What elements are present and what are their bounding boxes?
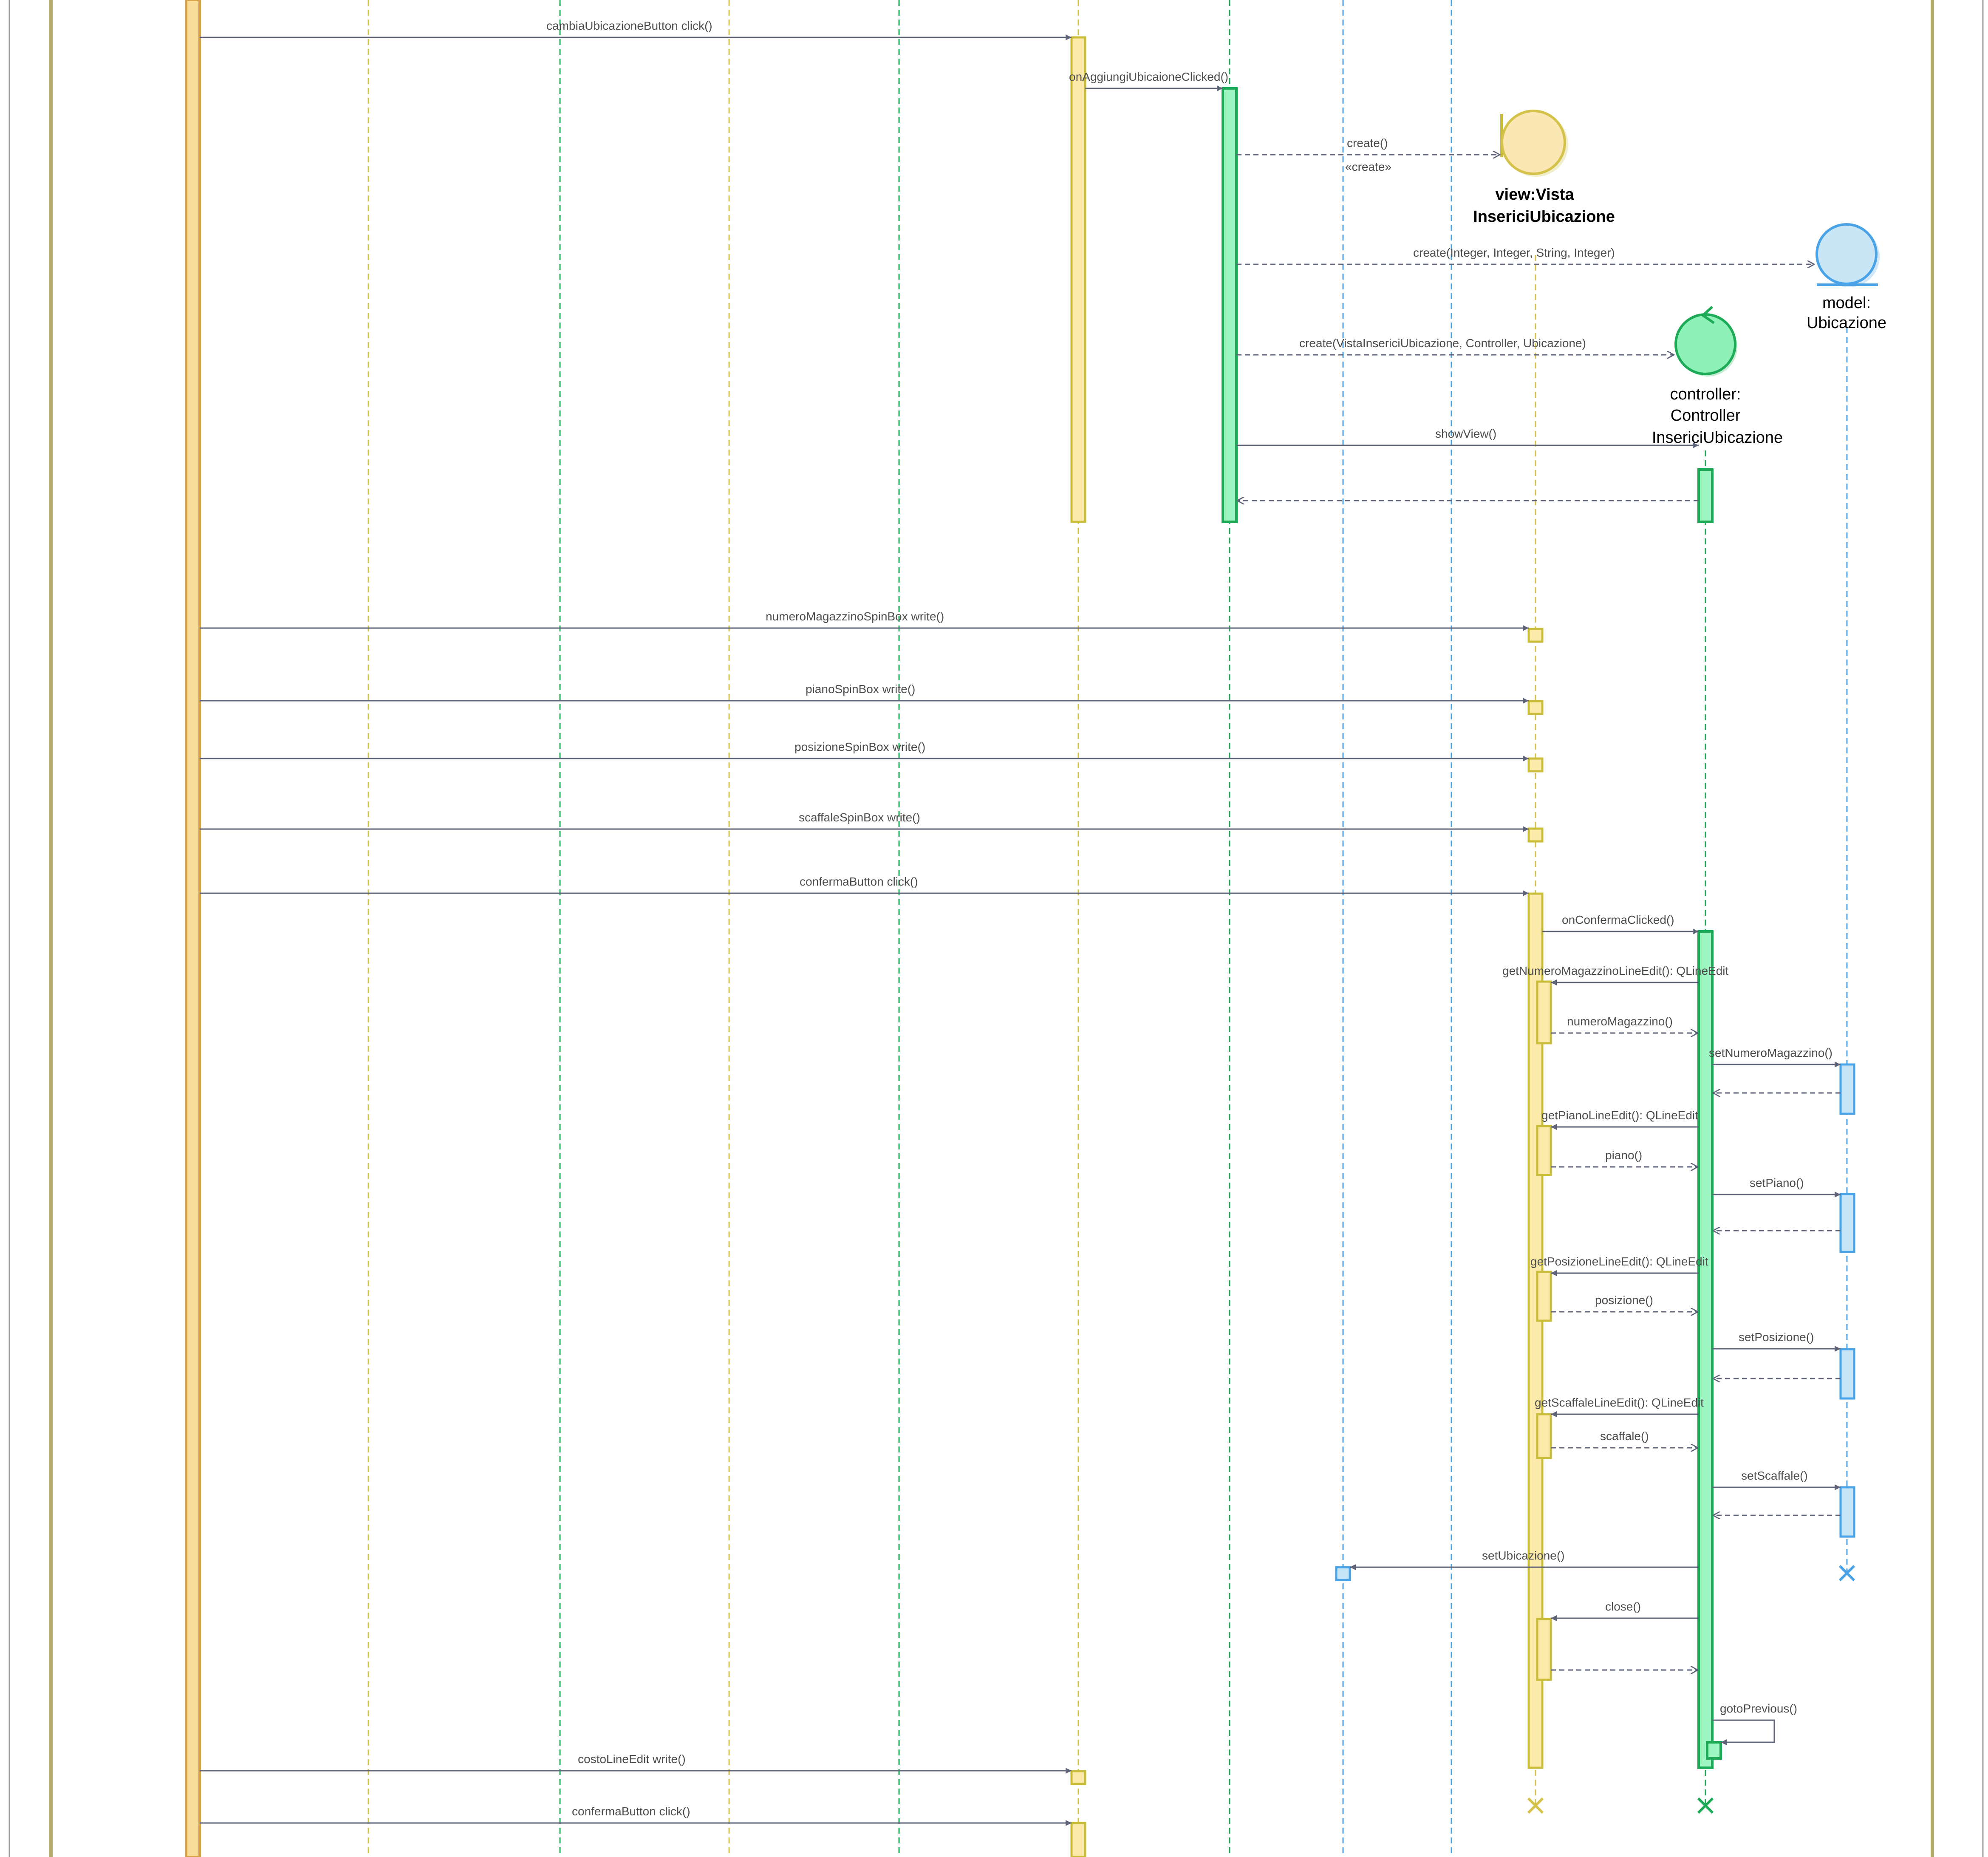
view-object: view:Vista InsericiUbicazione (1473, 110, 1615, 226)
activation-view-nested1 (1536, 980, 1552, 1045)
activation-mainview-3 (1070, 1822, 1086, 1857)
lifelines (368, 0, 1848, 1857)
message-label: getScaffaleLineEdit(): QLineEdit (1535, 1396, 1704, 1409)
activation-view-nested5 (1536, 1618, 1552, 1681)
activation-maincontroller (1222, 87, 1238, 523)
activation-view-w2 (1527, 700, 1544, 715)
control-icon (1674, 306, 1737, 376)
diagram-frame (8, 0, 1984, 1857)
message-label: posizione() (1595, 1294, 1653, 1307)
activation-model-3 (1839, 1348, 1855, 1400)
message-label: piano() (1605, 1149, 1642, 1162)
entity-icon (1815, 223, 1880, 287)
destroy-icon (1697, 1797, 1714, 1814)
message-label: setUbicazione() (1482, 1549, 1565, 1562)
destroy-icon (1838, 1565, 1855, 1582)
activation-controller-self (1706, 1741, 1722, 1760)
message-stereotype: «create» (1345, 160, 1391, 173)
activation-view-nested2 (1536, 1125, 1552, 1176)
view-name-line2: InsericiUbicazione (1473, 208, 1615, 226)
controller-name-line3: InsericiUbicazione (1652, 429, 1783, 447)
activation-view-w3 (1527, 757, 1544, 773)
activation-controller-showview (1697, 468, 1714, 523)
message-label: setNumeroMagazzino() (1709, 1046, 1832, 1059)
activation-model-4 (1839, 1486, 1855, 1538)
message-label: numeroMagazzino() (1567, 1015, 1673, 1028)
activation-view-w4 (1527, 827, 1544, 843)
message-label: create(VistaInsericiUbicazione, Controll… (1299, 337, 1586, 350)
message-label: posizioneSpinBox write() (795, 740, 925, 753)
message-label: onAggiungiUbicaioneClicked() (1069, 70, 1228, 83)
model-name-line1: model: (1822, 294, 1871, 312)
view-name-line1: view:Vista (1495, 186, 1574, 204)
message-label: onConfermaClicked() (1562, 913, 1674, 926)
message-label: create() (1347, 136, 1388, 150)
message-label: getNumeroMagazzinoLineEdit(): QLineEdit (1502, 964, 1728, 977)
message-label: costoLineEdit write() (578, 1752, 686, 1766)
messages (200, 34, 1841, 1826)
activation-model-1 (1839, 1063, 1855, 1115)
message-label: confermaButton click() (572, 1805, 690, 1818)
message-label: confermaButton click() (800, 875, 918, 888)
message-label: setPiano() (1750, 1176, 1804, 1189)
activation-mainview (1070, 36, 1086, 523)
controller-object: controller: Controller InsericiUbicazion… (1652, 306, 1783, 447)
model-object: model: Ubicazione (1807, 223, 1886, 332)
activation-lifeline7 (1335, 1566, 1351, 1581)
activation-actor (185, 0, 201, 1857)
activation-view-w1 (1527, 628, 1544, 643)
boundary-icon (1500, 110, 1568, 177)
activation-controller-confirm (1697, 930, 1714, 1769)
controller-name-line2: Controller (1671, 407, 1741, 425)
activation-view-nested3 (1536, 1271, 1552, 1322)
message-label: numeroMagazzinoSpinBox write() (766, 610, 944, 623)
message-label: scaffale() (1600, 1430, 1649, 1443)
message-label: pianoSpinBox write() (806, 682, 915, 696)
activation-model-2 (1839, 1193, 1855, 1253)
message-label: showView() (1435, 427, 1496, 440)
message-label: cambiaUbicazioneButton click() (546, 19, 713, 32)
destroy-icon (1527, 1797, 1544, 1814)
controller-name-line1: controller: (1670, 385, 1741, 403)
activation-mainview-2 (1070, 1770, 1086, 1785)
message-label: gotoPrevious() (1720, 1702, 1797, 1715)
message-label: getPianoLineEdit(): QLineEdit (1541, 1109, 1698, 1122)
activations (185, 0, 1855, 1857)
message-label: setScaffale() (1741, 1469, 1808, 1482)
message-label: getPosizioneLineEdit(): QLineEdit (1530, 1255, 1708, 1268)
message-label: setPosizione() (1739, 1330, 1814, 1344)
activation-view-nested4 (1536, 1413, 1552, 1459)
message-label: close() (1605, 1600, 1641, 1613)
model-name-line2: Ubicazione (1807, 314, 1886, 332)
destroy-markers (1527, 1565, 1855, 1814)
message-label: scaffaleSpinBox write() (799, 811, 920, 824)
self-message-arrow (1712, 1719, 1775, 1745)
message-labels: cambiaUbicazioneButton click() onAggiung… (546, 19, 1832, 1818)
message-label: create(Integer, Integer, String, Integer… (1413, 246, 1615, 259)
